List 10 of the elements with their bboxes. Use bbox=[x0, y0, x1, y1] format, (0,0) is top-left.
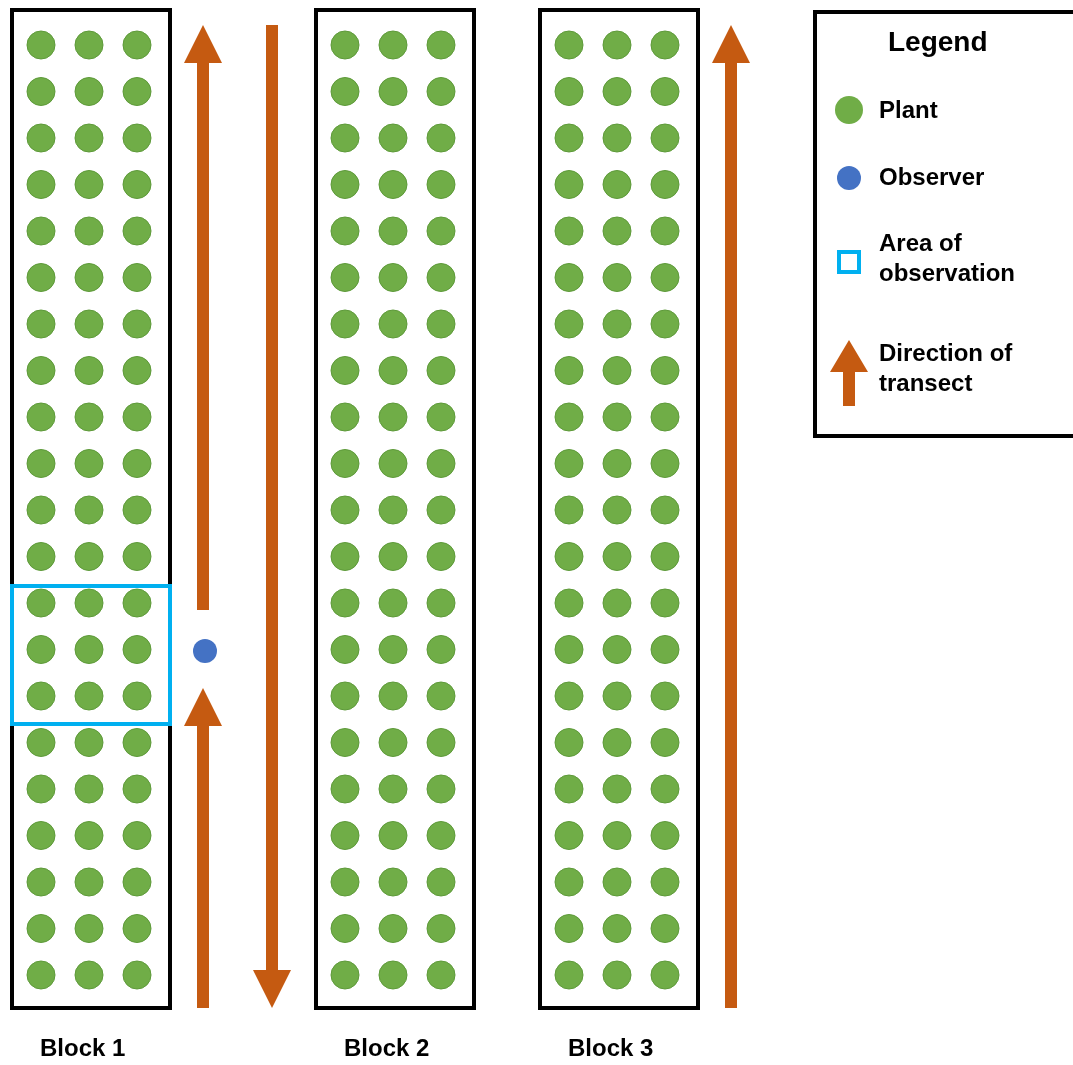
block-label: Block 3 bbox=[568, 1034, 654, 1062]
legend-text: Area of observation bbox=[879, 228, 1017, 288]
legend-title: Legend bbox=[888, 27, 988, 57]
observer-dot bbox=[193, 639, 217, 663]
legend-text: Plant bbox=[879, 95, 939, 125]
legend-text: Direction of transect bbox=[879, 338, 1014, 398]
observation-area bbox=[10, 584, 172, 726]
legend-text: Observer bbox=[879, 162, 986, 192]
block-label: Block 2 bbox=[344, 1034, 430, 1062]
block-label: Block 1 bbox=[40, 1034, 126, 1062]
